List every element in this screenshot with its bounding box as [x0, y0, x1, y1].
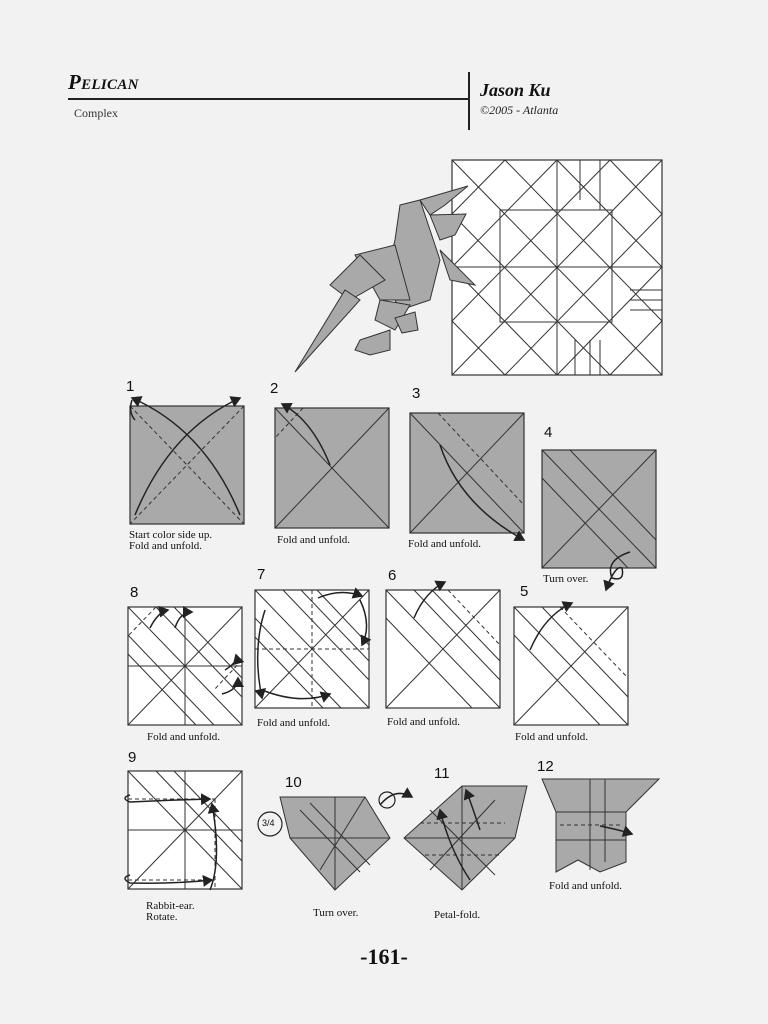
step-4-caption: Turn over. — [543, 573, 589, 585]
difficulty-label: Complex — [74, 106, 118, 120]
step-4-number: 4 — [544, 424, 553, 441]
model-title: Pelican — [68, 70, 139, 94]
author-name: Jason Ku — [480, 80, 551, 100]
step-5-diagram — [513, 601, 629, 726]
step-11-caption: Petal-fold. — [434, 909, 481, 921]
step-7-diagram — [254, 587, 372, 709]
step-9-number: 9 — [128, 749, 137, 766]
header-rule — [68, 98, 470, 100]
pelican-model — [294, 185, 477, 373]
step-5-number: 5 — [520, 583, 529, 600]
step-7-number: 7 — [257, 566, 266, 583]
step-9-diagram — [124, 770, 243, 891]
step-9-caption: Rabbit-ear. Rotate. — [146, 900, 195, 923]
step-3-diagram — [409, 412, 526, 541]
step-10-caption: Turn over. — [313, 907, 359, 919]
step-6-caption: Fold and unfold. — [387, 716, 461, 728]
step-2-diagram — [274, 402, 390, 529]
step-11-diagram — [403, 785, 528, 891]
header-divider — [468, 72, 470, 130]
step-6-diagram — [385, 580, 501, 709]
step-1-caption: Start color side up. Fold and unfold. — [129, 529, 213, 552]
step-8-number: 8 — [130, 584, 139, 601]
step-5-caption: Fold and unfold. — [515, 731, 589, 743]
step-4-diagram — [541, 449, 657, 592]
step-1-diagram — [129, 396, 245, 525]
step-3-number: 3 — [412, 385, 421, 402]
step-10-number: 10 — [285, 774, 302, 791]
step-2-caption: Fold and unfold. — [277, 534, 351, 546]
rotation-label: 3/4 — [262, 818, 275, 828]
step-8-caption: Fold and unfold. — [147, 731, 221, 743]
step-2-number: 2 — [270, 380, 279, 397]
step-10-diagram — [257, 787, 414, 891]
step-3-caption: Fold and unfold. — [408, 538, 482, 550]
page-number: -161- — [360, 944, 408, 969]
step-11-number: 11 — [434, 765, 450, 782]
step-12-number: 12 — [537, 758, 554, 775]
step-7-caption: Fold and unfold. — [257, 717, 331, 729]
crease-pattern — [451, 159, 663, 376]
step-12-caption: Fold and unfold. — [549, 880, 623, 892]
step-1-number: 1 — [126, 378, 135, 395]
copyright-line: ©2005 - Atlanta — [480, 103, 559, 117]
step-12-diagram — [541, 778, 661, 873]
step-8-diagram — [127, 605, 245, 726]
step-6-number: 6 — [388, 567, 397, 584]
